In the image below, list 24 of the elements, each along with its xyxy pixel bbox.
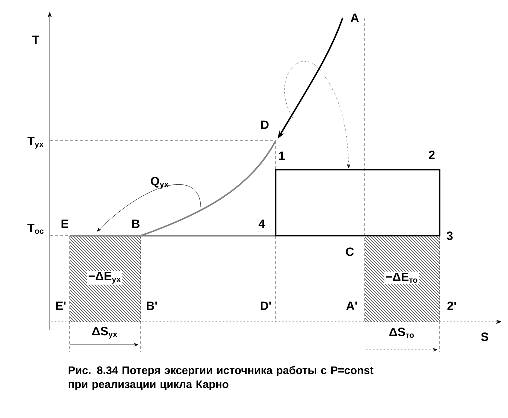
point-label: B [132,220,140,228]
point-label: C [346,248,354,256]
point-label: A [350,14,360,22]
caption: Рис. 8.34 Потеря эксергии источника работы с P=const при реализации цикла Карно [68,366,374,391]
point-label: ΔS$_{то}$ [390,328,414,338]
point-label: T$_{ос}$ [28,224,44,234]
point-label: −ΔE$_{ух}$ [87,271,123,285]
point-label: −ΔE$_{то}$ [384,272,420,284]
point-label: 2' [448,302,456,310]
point-label: Q$_{ух}$ [151,177,169,189]
point-label: S [481,332,489,342]
point-label: D' [261,302,272,310]
point-label: 1 [279,152,285,160]
point-label: 3 [446,232,453,240]
point-label: T$_{ух}$ [28,137,44,149]
point-label: E [62,220,69,228]
point-label: B' [147,302,158,310]
point-label: A' [346,302,358,310]
point-label: D [261,120,269,130]
point-label: E' [54,300,68,312]
point-label: ΔS$_{ух}$ [92,327,118,339]
point-label: 4 [258,220,266,228]
point-label: 2 [429,150,435,160]
point-label: T [32,36,40,44]
